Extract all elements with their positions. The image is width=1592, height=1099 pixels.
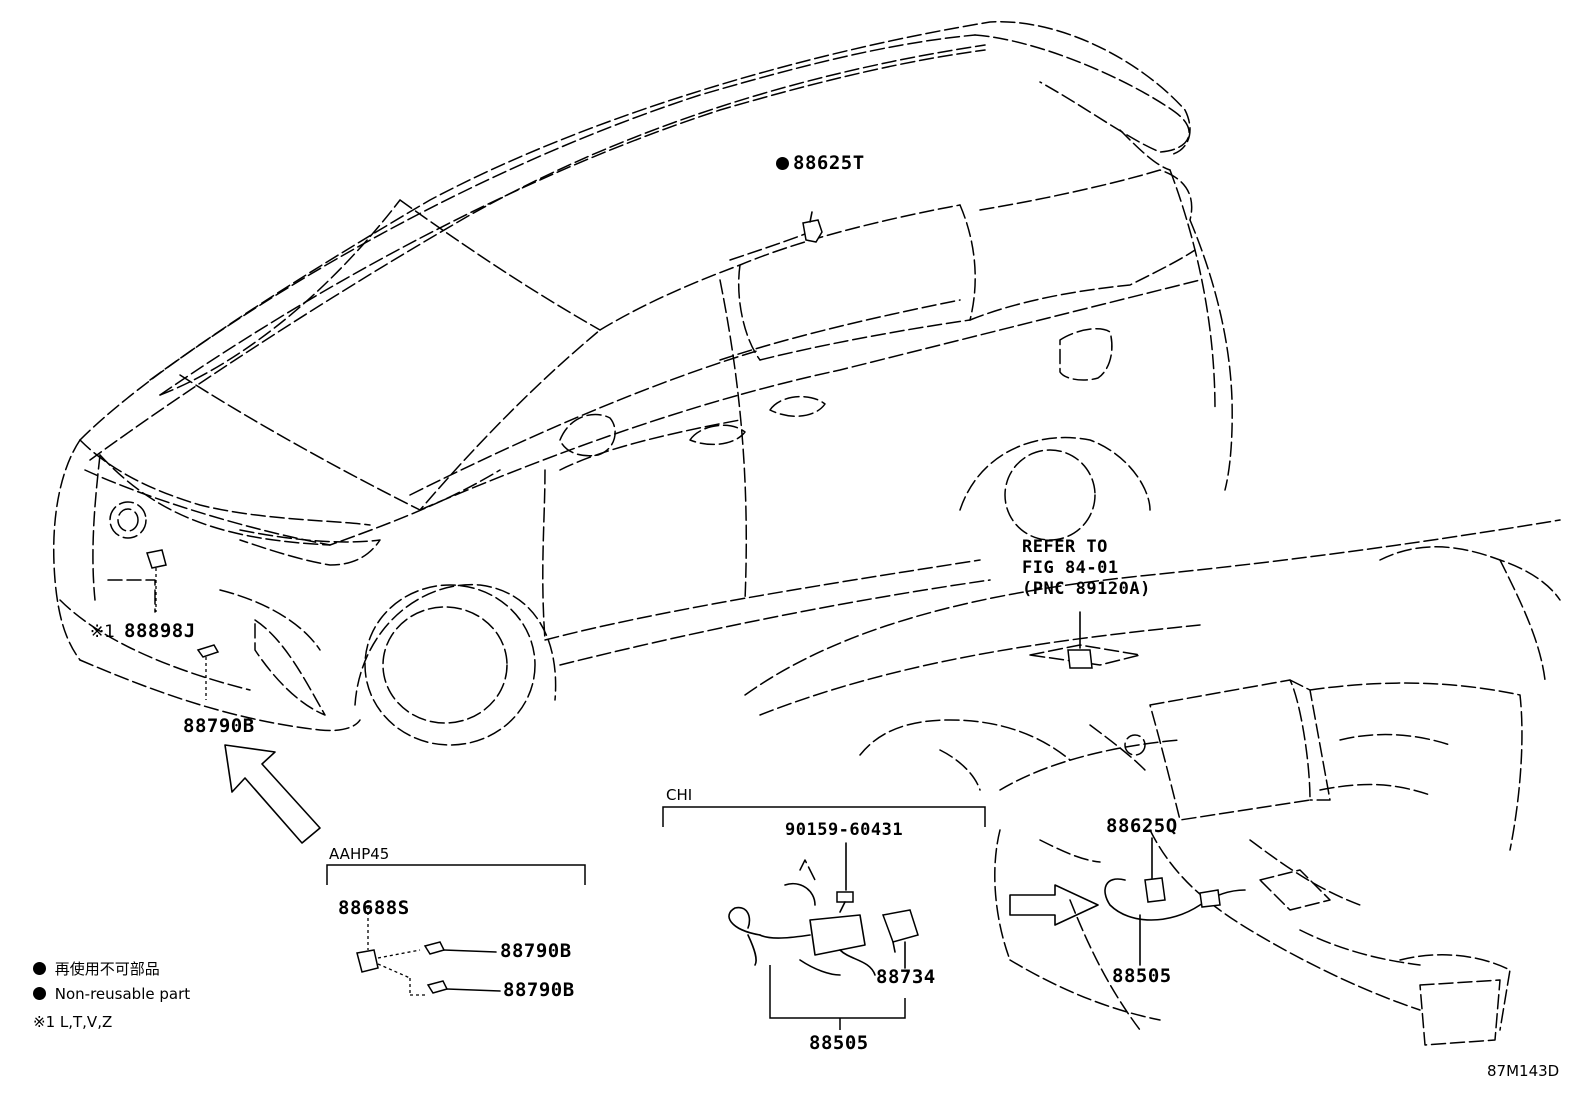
- dash-sensor-group: [1009, 837, 1246, 966]
- label-88790B-a: 88790B: [500, 940, 572, 962]
- label-88505-chi: 88505: [809, 1032, 869, 1054]
- label-88625Q: 88625Q: [1106, 815, 1178, 837]
- label-88505-dash: 88505: [1112, 965, 1172, 987]
- legend-star1: ※1 L,T,V,Z: [33, 1013, 113, 1031]
- refer-note: REFER TO FIG 84-01 (PNC 89120A): [1022, 537, 1151, 599]
- non-reusable-dot-icon: [33, 987, 46, 1000]
- front-sensor-part: [146, 549, 167, 612]
- label-88688S: 88688S: [338, 897, 410, 919]
- label-90159-60431: 90159-60431: [785, 820, 904, 840]
- refer-sensor-part: [1067, 611, 1093, 669]
- chi-label: CHI: [666, 786, 693, 804]
- direction-arrow: [224, 744, 321, 844]
- aahp45-label: AAHP45: [329, 845, 390, 863]
- label-88625T: 88625T: [776, 152, 865, 174]
- roof-sensor-part: [802, 211, 823, 243]
- non-reusable-dot-icon: [33, 962, 46, 975]
- figure-code: 87M143D: [1487, 1062, 1560, 1080]
- star1-marker: ※1: [90, 622, 116, 642]
- legend-jp: 再使用不可部品: [33, 958, 160, 979]
- dashboard-outline: [744, 519, 1561, 1046]
- label-88898J: 88898J: [124, 620, 196, 642]
- label-88790B-front: 88790B: [183, 715, 255, 737]
- front-clip-part: [196, 644, 220, 700]
- legend-en: Non-reusable part: [33, 985, 190, 1003]
- label-88790B-b: 88790B: [503, 979, 575, 1001]
- non-reusable-dot-icon: [776, 157, 789, 170]
- label-88734: 88734: [876, 966, 936, 988]
- aahp45-group: [326, 864, 586, 996]
- chi-group: [662, 806, 986, 1030]
- van-outline: [52, 21, 1233, 746]
